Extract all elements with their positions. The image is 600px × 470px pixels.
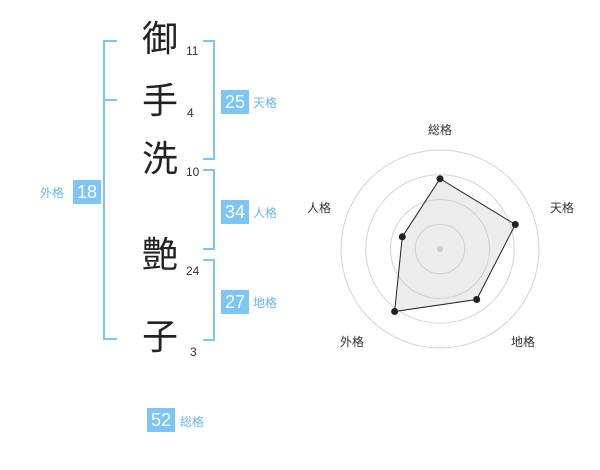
jinkaku-score: 34	[221, 200, 250, 224]
radar-axis-label-gaikaku: 外格	[340, 335, 365, 349]
soukaku-label: 総格	[180, 415, 205, 429]
radar-point-2	[511, 221, 519, 228]
chikaku-bracket	[203, 259, 215, 341]
tenkaku-score: 25	[221, 90, 250, 114]
soukaku-score: 52	[147, 408, 176, 432]
radar-point-3	[473, 296, 481, 303]
stroke-count-4: 24	[186, 264, 200, 278]
tenkaku-bracket	[203, 40, 215, 160]
chikaku-score: 27	[221, 290, 250, 314]
name-char-4: 艶	[142, 235, 179, 276]
stroke-count-2: 4	[187, 106, 194, 120]
radar-axis-label-tenkaku: 天格	[550, 201, 575, 215]
radar-point-5	[398, 233, 406, 241]
stroke-count-5: 3	[190, 345, 197, 359]
gaikaku-score: 18	[73, 180, 102, 204]
name-char-5: 子	[142, 317, 179, 358]
stroke-count-1: 11	[186, 44, 199, 58]
gaikaku-label: 外格	[40, 186, 65, 200]
radar-ring-1	[414, 223, 466, 275]
stroke-count-3: 10	[186, 165, 200, 179]
jinkaku-bracket	[203, 169, 215, 250]
radar-axis-label-chikaku: 地格	[511, 335, 536, 349]
radar-point-1	[436, 175, 444, 183]
radar-ring-4	[340, 149, 540, 349]
radar-area	[394, 178, 516, 313]
radar-axis-label-jinkaku: 人格	[307, 201, 332, 215]
radar-center-dot	[437, 246, 443, 252]
radar-axis-label-soukaku: 総格	[428, 123, 453, 137]
name-char-3: 洗	[142, 139, 179, 180]
tenkaku-label: 天格	[253, 96, 278, 110]
name-char-2: 手	[142, 81, 179, 122]
chikaku-label: 地格	[253, 296, 278, 310]
name-char-1: 御	[142, 19, 179, 60]
radar-ring-3	[365, 174, 515, 324]
gaikaku-bracket	[103, 40, 117, 340]
jinkaku-label: 人格	[253, 206, 278, 220]
radar-point-4	[391, 308, 399, 315]
radar-ring-2	[390, 199, 490, 299]
